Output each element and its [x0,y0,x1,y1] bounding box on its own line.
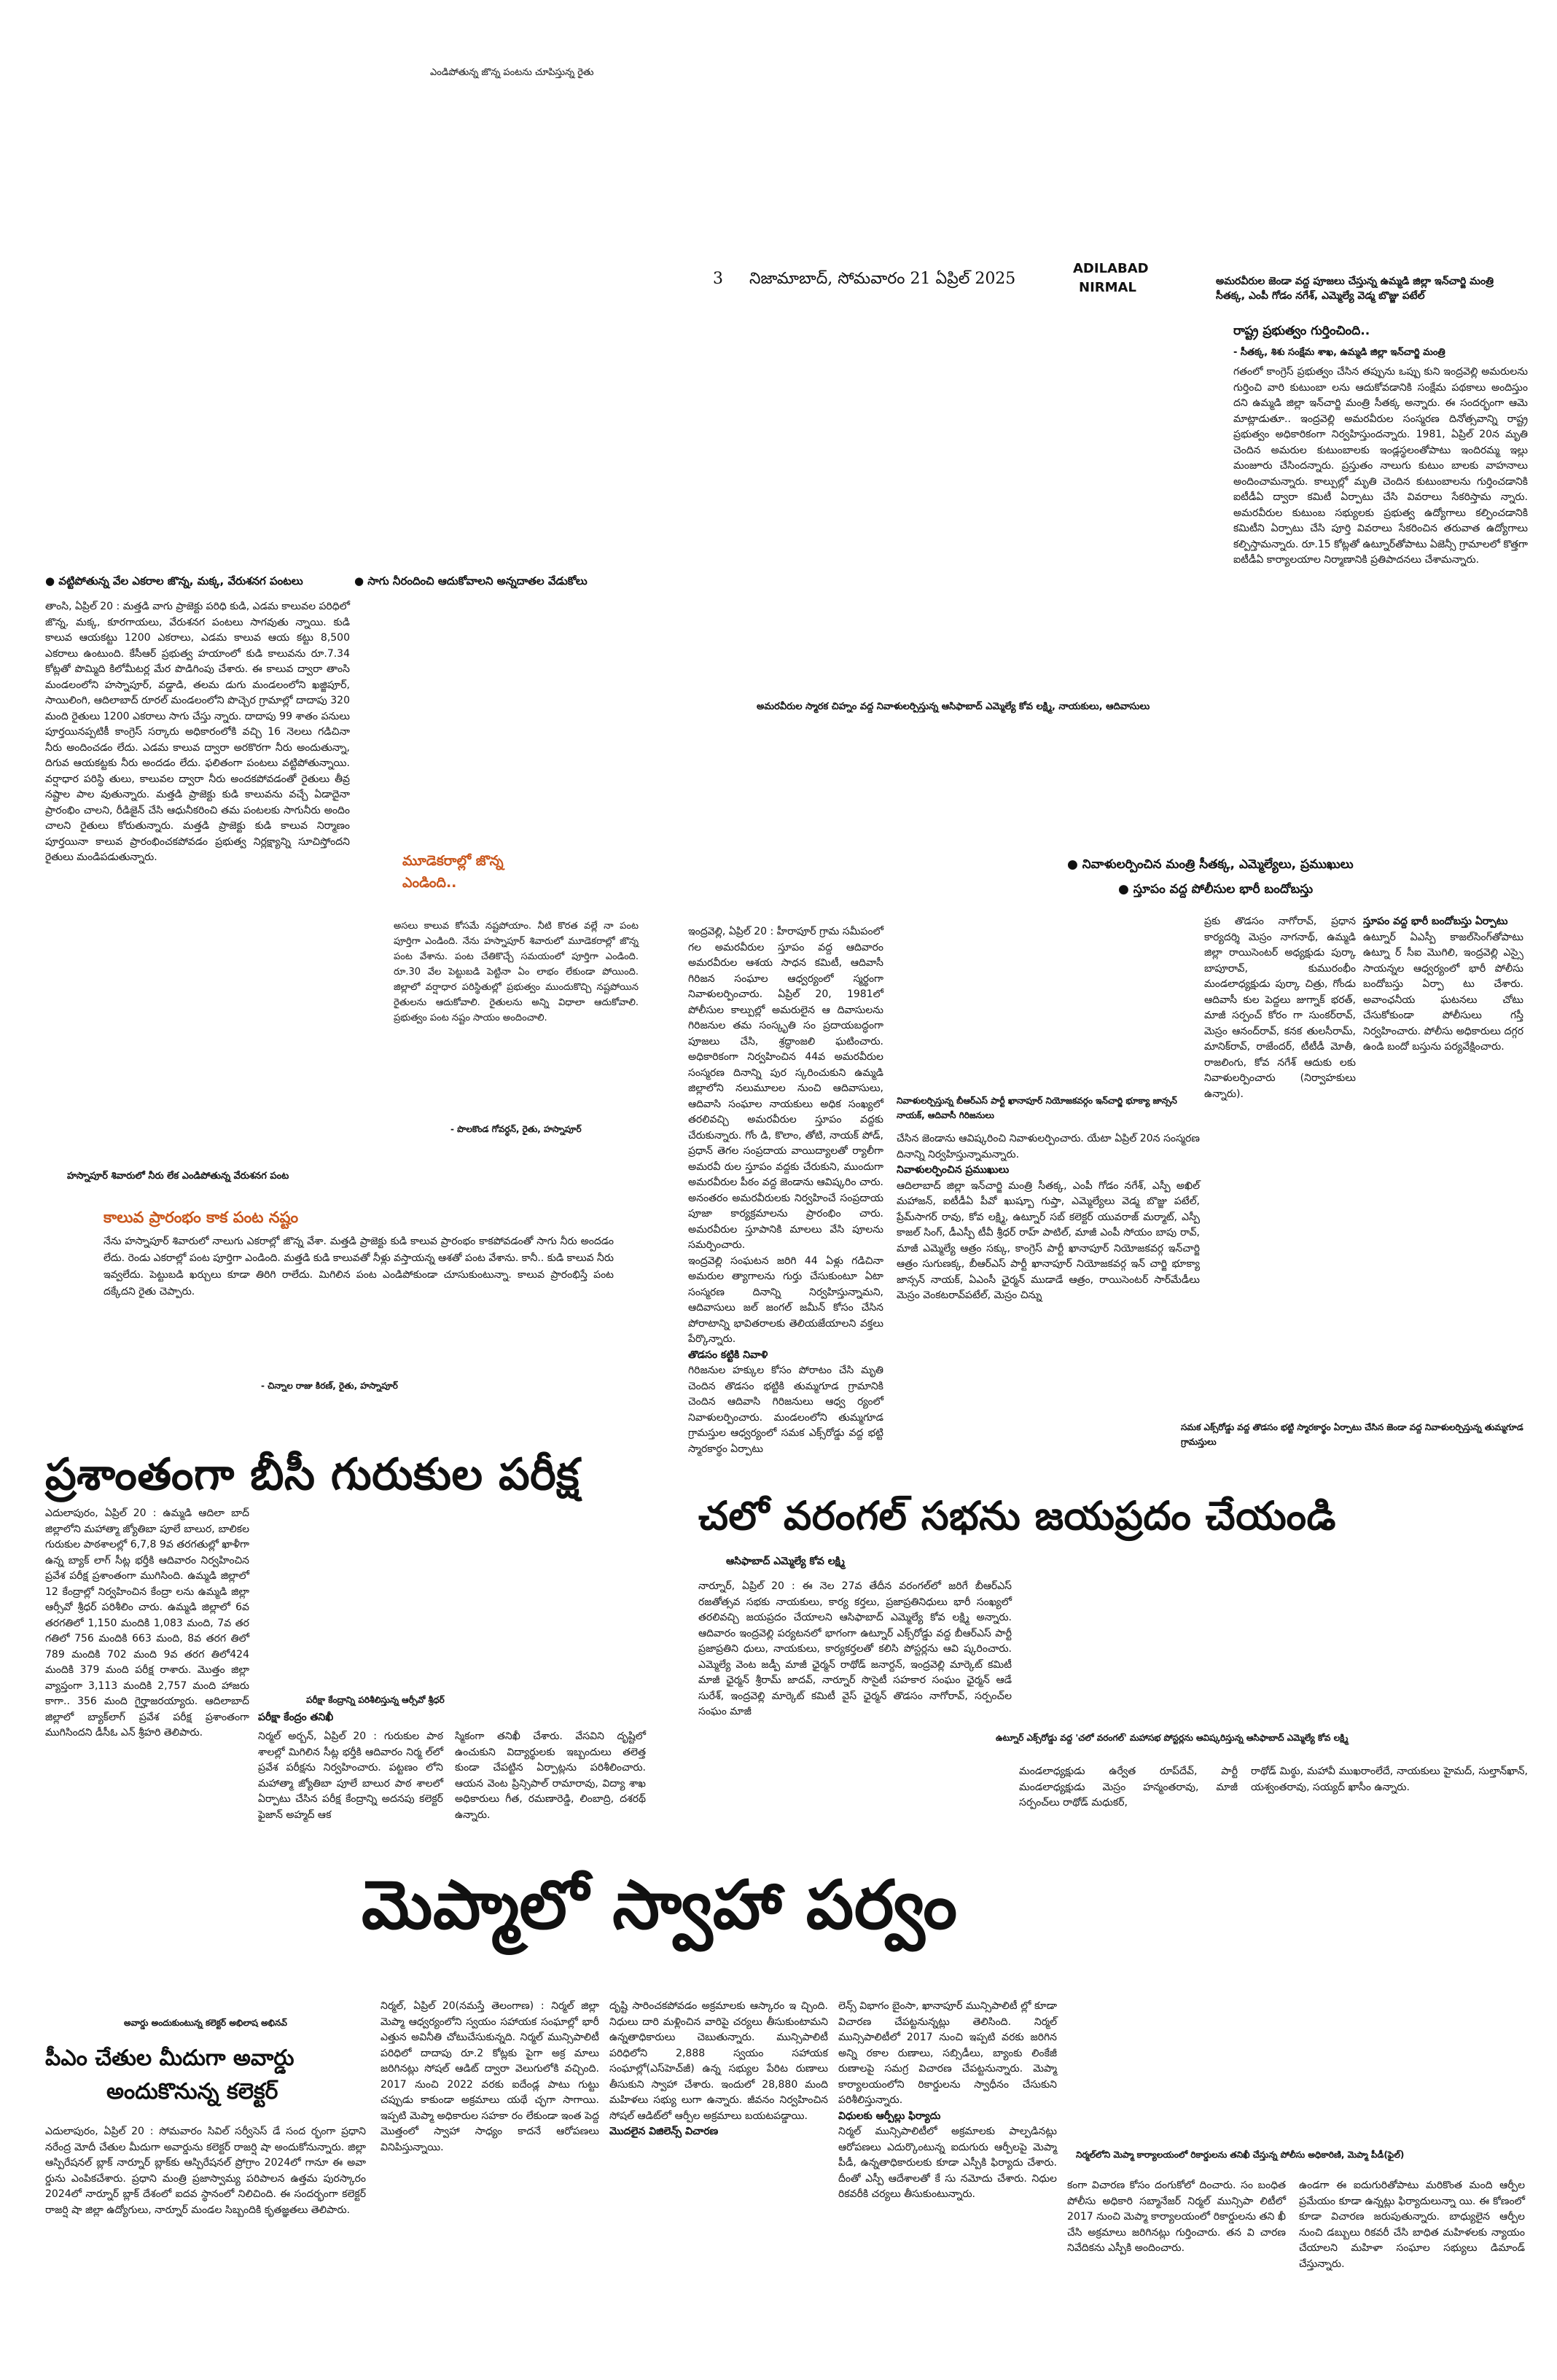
bc-sub: పరీక్షా కేంద్రం తనిఖీ [258,1712,334,1723]
warangal-body-3: రాథోడ్ మిఠ్ఠు, మహావీ ముఖరాంలేదే, నాయకులు… [1251,1766,1528,1793]
bc-body: ఎదులాపురం, ఏప్రిల్ 20 : ఉమ్మడి ఆదిలా బాద… [45,1507,249,1739]
swaha-photo-caption: నిర్మల్‌లోని మెప్మా కార్యాలయంలో రికార్డు… [1076,2150,1405,2160]
warangal-headline: చలో వరంగల్ సభను జయప్రదం చేయండి [698,1493,1337,1539]
quote-heading: మూడెకరాల్లో జొన్న ఎండింది.. [402,853,504,891]
crops-bullet-2: ● సాగు నీరందించి ఆదుకోవాలని అన్నదాతల వేడ… [354,574,588,588]
indravelli-right-body-2: ఉట్నూర్ ఏఎస్పీ కాజల్‌సింగ్‌తోపాటు ఉట్నూ … [1363,931,1523,1053]
quote2-body: నేను హస్నాపూర్ శివారులో నాలుగు ఎకరాల్లో … [104,1236,614,1298]
swaha-sub-complaint: విధులకు ఆర్పీల్లు ఫిర్యాదు [838,2110,941,2122]
bc-photo-caption: పరీక్షా కేంద్రాన్ని పరిశీలిస్తున్న ఆర్సీ… [306,1695,445,1705]
swaha-body-3: లెన్స్ విభాగం బైంసా, ఖానాపూర్ మున్సిపాలి… [838,1999,1057,2203]
swaha-body-1: నిర్మల్, ఏప్రిల్ 20(నమస్తే తెలంగాణ) : ని… [381,2000,599,2153]
quote-attribution: - పొలకొండ గోవర్ధన్, రైతు, హస్నాపూర్ [450,1124,582,1134]
tribute-headline: రాష్ట్ర ప్రభుత్వం గుర్తించింది.. [1233,324,1370,338]
tribute-top-caption: అమరవీరుల జెండా వద్ద పూజలు చేస్తున్న ఉమ్మ… [1216,276,1494,302]
indravelli-right-col-b: స్తూపం వద్ద భారీ బందోబస్తు ఏర్పాటు ఉట్నూ… [1363,914,1523,1056]
bc-body-2: నిర్మల్ అర్బన్, ఏప్రిల్ 20 : గురుకుల పాఠ… [258,1731,443,1821]
quote2-attribution: - చిన్నాల రాజు కిరణ్, రైతు, హస్నాపూర్ [261,1381,398,1391]
warangal-byline: ఆసిఫాబాద్ ఎమ్మెల్యే కోవ లక్ష్మి [726,1556,845,1567]
indravelli-right-body-1: ప్రకు తొడసం నాగోరావ్, ప్రధాన కార్యదర్శి … [1204,916,1356,1100]
swaha-body-2a: దృష్టి సారించకపోవడం అక్రమాలకు ఆస్కారం ఇ … [609,2000,828,2122]
indravelli-bullet-1: ● నివాళులర్పించిన మంత్రి సీతక్క, ఎమ్మెల్… [1067,857,1354,872]
indravelli-bullet-2: ● స్తూపం వద్ద పోలీసుల భారీ బందోబస్తు [1118,882,1314,897]
tribute-kicker: - సీతక్క, శిశు సంక్షేమ శాఖ, ఉమ్మడి జిల్ల… [1233,347,1445,358]
indravelli-mid-caption: నివాళులర్పిస్తున్న బీఆర్ఎస్ పార్టీ ఖానాప… [897,1096,1177,1120]
indravelli-body-1: ఇంద్రవెల్లి, ఏప్రిల్ 20 : హీరాపూర్ గ్రామ… [688,924,883,1457]
warangal-body: నార్నూర్, ఏప్రిల్ 20 : ఈ నెల 27వ తేదీన వ… [698,1580,1012,1717]
swaha-body-2: దృష్టి సారించకపోవడం అక్రమాలకు ఆస్కారం ఇ … [609,1999,828,2140]
award-headline-1: పీఎం చేతుల మీదుగా అవార్డు [45,2045,294,2071]
edition-label-nirmal: NIRMAL [1079,280,1136,295]
swaha-body-4: నిర్మల్ మున్సిపాలిటీలో అక్రమాలకు పాల్పడి… [838,2126,1057,2200]
award-body: ఎదులాపురం, ఏప్రిల్ 20 : సోమవారం సివిల్ స… [45,2126,366,2216]
bc-headline: ప్రశాంతంగా బీసీ గురుకుల పరీక్ష [45,1449,580,1500]
swaha-body-5: కంగా విచారణ కోసం దంగుకోలో దించారు. సం బం… [1067,2180,1286,2254]
award-headline-2: అందుకొనున్న కలెక్టర్ [106,2079,278,2104]
crops-body: తాంసి, ఏప్రిల్ 20 : మత్తడి వాగు ప్రాజెక్… [45,601,350,863]
page-number: 3 [713,270,723,288]
warangal-photo-caption: ఉట్నూర్ ఎక్స్‌రోడ్డు వద్ద 'చలో వరంగల్' మ… [996,1733,1349,1743]
indravelli-sub-tributes: నివాళులర్పించిన ప్రముఖులు [897,1164,1010,1176]
crops-photo-caption: హస్నాపూర్ శివారులో నీరు లేక ఎండిపోతున్న … [67,1171,289,1182]
indravelli-right-caption: సమక ఎక్స్‌రోడ్డు వద్ద తొడసం భట్టి స్మారక… [1181,1422,1523,1447]
swaha-body-6: ఉండగా ఈ ఐదుగురితోపాటు మరికొంత మంది ఆర్పీ… [1299,2180,1525,2270]
indravelli-body-1a: ఇంద్రవెల్లి, ఏప్రిల్ 20 : హీరాపూర్ గ్రామ… [688,926,883,1251]
crops-bullet-1: ● వట్టిపోతున్న వేల ఎకరాల జొన్న, మక్క, వే… [45,574,303,588]
indravelli-body-1b: ఇంద్రవెల్లి సంఘటన జరిగి 44 ఏళ్లు గడిచినా… [688,1255,883,1346]
bc-body-3: స్మికంగా తనిఖీ చేశారు. వేసవిని దృష్టిలో … [455,1731,646,1821]
indravelli-body-4: ఆదిలాబాద్ జిల్లా ఇన్‌చార్జి మంత్రి సీతక్… [897,1179,1200,1302]
top-caption-note: ఎండిపోతున్న జొన్న పంటను చూపిస్తున్న రైతు [430,67,594,78]
indravelli-body-3: చేసిన జెండాను ఆవిష్కరించి నివాళులర్పించా… [897,1133,1200,1160]
indravelli-right-sub: స్తూపం వద్ద భారీ బందోబస్తు ఏర్పాటు [1363,916,1508,927]
indravelli-sub-bhatti: తొడసం కట్టికి నివాళి [688,1349,768,1361]
swaha-body-3a: లెన్స్ విభాగం బైంసా, ఖానాపూర్ మున్సిపాలి… [838,2000,1057,2106]
swaha-sub-vigilance: మొదలైన విజిలెన్స్ విచారణ [609,2126,719,2137]
quote2-heading: కాలువ ప్రారంభం కాక పంట నష్టం [104,1209,299,1226]
dateline: నిజామాబాద్, సోమవారం 21 ఏప్రిల్ 2025 [749,270,1016,288]
swaha-headline: మెప్మాలో స్వాహా పర్వం [362,1866,958,1944]
warangal-body-2: మండలాధ్యక్షుడు ఉర్వేత రూప్‌దేవ్, పార్టీ … [1019,1766,1238,1809]
quote-body: అసలు కాలువ కోసమే నష్టపోయాం. నీటి కొరత వల… [394,921,639,1023]
award-byline: అవార్డు అందుకుంటున్న కలెక్టర్ అభిలాష అభి… [124,2018,287,2028]
indravelli-body-col2: చేసిన జెండాను ఆవిష్కరించి నివాళులర్పించా… [897,1131,1200,1304]
indravelli-right-col: ప్రకు తొడసం నాగోరావ్, ప్రధాన కార్యదర్శి … [1204,914,1356,1102]
tribute-body: గతంలో కాంగ్రెస్ ప్రభుత్వం చేసిన తప్పును … [1233,366,1529,566]
edition-label-adilabad: ADILABAD [1073,261,1149,276]
indravelli-body-2: గిరిజనుల హక్కుల కోసం పోరాటం చేసి మృతి చె… [688,1365,883,1455]
tribute-photo-caption: అమరవీరుల స్మారక చిహ్నం వద్ద నివాళులర్పిస… [757,701,1150,712]
